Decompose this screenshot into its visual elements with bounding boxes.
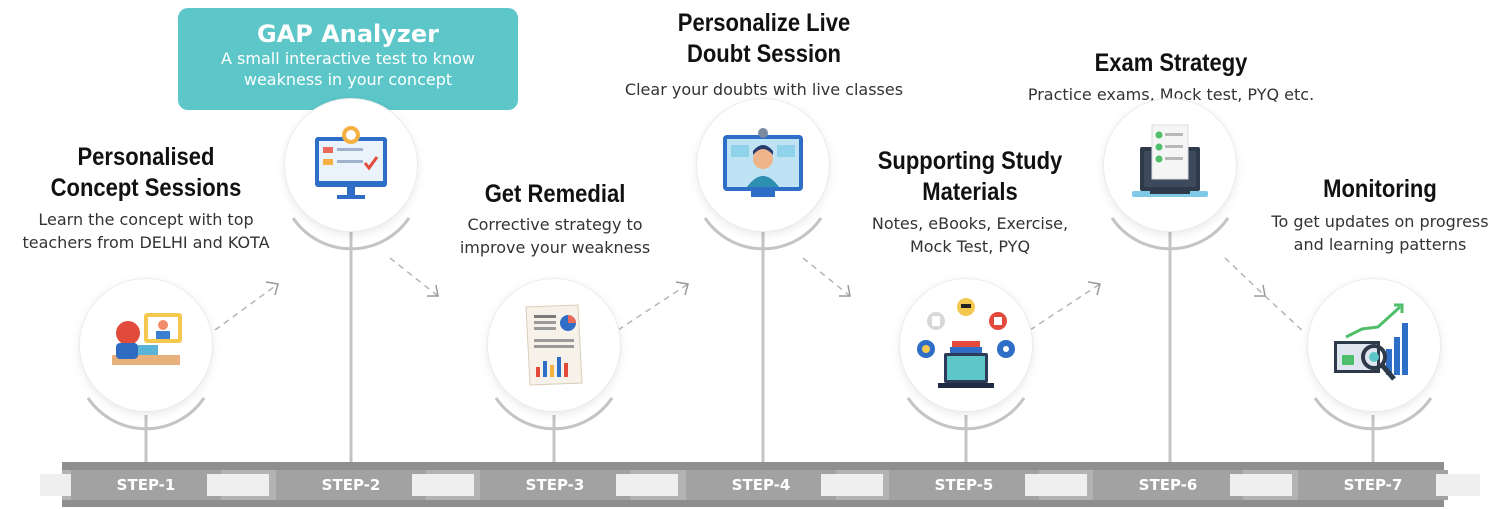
- step-5-title-line-1: Supporting Study: [877, 147, 1063, 175]
- step-2-node: [285, 99, 417, 231]
- online-class-icon: [112, 313, 182, 365]
- connector-5-6: [1029, 283, 1101, 331]
- step-3-label: STEP-3: [480, 470, 630, 500]
- step-1-desc-line-1: Learn the concept with top: [38, 210, 254, 229]
- step-6-title: Exam Strategy: [1094, 49, 1248, 77]
- step-4-text: Personalize Live Doubt Session Clear you…: [604, 8, 924, 101]
- timeline-bar-top: [62, 462, 1444, 470]
- timeline-gap-3: [616, 474, 678, 496]
- step-5-desc-line-2: Mock Test, PYQ: [909, 237, 1031, 256]
- connector-1-2: [214, 283, 279, 331]
- step-6-node: [1104, 99, 1236, 231]
- step-1-title-line-1: Personalised: [77, 143, 215, 171]
- study-materials-icon: [917, 298, 1015, 388]
- gap-analyzer-desc-line-2: weakness in your concept: [243, 70, 453, 89]
- arrowhead-5: [839, 284, 851, 297]
- checklist-laptop-icon: [1132, 124, 1208, 197]
- step-6-label: STEP-6: [1093, 470, 1243, 500]
- step-7-text: Monitoring To get updates on progress an…: [1255, 174, 1505, 256]
- step-3-desc-line-2: improve your weakness: [459, 238, 651, 257]
- step-6-desc: Practice exams, Mock test, PYQ etc.: [1027, 85, 1315, 104]
- video-call-icon: [723, 128, 803, 197]
- step-5-title-line-2: Materials: [922, 178, 1018, 206]
- step-1-text: Personalised Concept Sessions Learn the …: [0, 142, 292, 254]
- arrowhead-7: [1254, 284, 1266, 297]
- test-monitor-icon: [315, 126, 387, 199]
- step-1-label: STEP-1: [71, 470, 221, 500]
- timeline-gap-1: [207, 474, 269, 496]
- step-3-text: Get Remedial Corrective strategy to impr…: [440, 179, 670, 259]
- connector-3-4: [617, 283, 689, 331]
- connector-7-end: [1264, 295, 1306, 334]
- step-5-node: [900, 279, 1032, 411]
- arrowhead-3: [427, 284, 439, 297]
- arrowhead-2: [265, 281, 279, 296]
- connector-2-3: [389, 257, 439, 297]
- analytics-monitor-icon: [1334, 303, 1408, 381]
- step-6-text: Exam Strategy Practice exams, Mock test,…: [1010, 48, 1332, 106]
- timeline-gap-5: [1025, 474, 1087, 496]
- step-7-node: [1308, 279, 1440, 411]
- timeline-gap-7: [1436, 474, 1480, 496]
- step-1-node: [80, 279, 212, 411]
- arrowhead-4: [675, 281, 689, 296]
- arrowhead-6: [1087, 281, 1101, 296]
- gap-analyzer-title: GAP Analyzer: [256, 20, 440, 48]
- step-2-label: STEP-2: [276, 470, 426, 500]
- step-3-title: Get Remedial: [484, 180, 626, 208]
- timeline-gap-6: [1230, 474, 1292, 496]
- gap-analyzer-card: GAP Analyzer A small interactive test to…: [178, 8, 518, 110]
- timeline-gap-4: [821, 474, 883, 496]
- timeline-bar-bottom: [62, 499, 1444, 507]
- connector-4-5: [802, 257, 851, 297]
- step-4-node: [697, 99, 829, 231]
- gap-analyzer-desc-line-1: A small interactive test to know: [221, 49, 475, 68]
- connector-6-7: [1224, 257, 1266, 297]
- step-7-label: STEP-7: [1298, 470, 1448, 500]
- step-3-node: [488, 279, 620, 411]
- step-3-desc-line-1: Corrective strategy to: [467, 215, 643, 234]
- step-4-title-line-2: Doubt Session: [686, 40, 841, 68]
- step-4-title-line-1: Personalize Live: [677, 9, 851, 37]
- report-document-icon: [525, 304, 583, 386]
- step-1-desc-line-2: teachers from DELHI and KOTA: [22, 233, 270, 252]
- step-7-desc-line-1: To get updates on progress: [1271, 212, 1489, 231]
- timeline-gap-2: [412, 474, 474, 496]
- step-5-label: STEP-5: [889, 470, 1039, 500]
- step-7-desc-line-2: and learning patterns: [1293, 235, 1467, 254]
- step-5-desc-line-1: Notes, eBooks, Exercise,: [871, 214, 1069, 233]
- step-5-text: Supporting Study Materials Notes, eBooks…: [850, 146, 1090, 258]
- step-7-title: Monitoring: [1323, 175, 1437, 203]
- step-4-desc: Clear your doubts with live classes: [624, 80, 904, 99]
- step-4-label: STEP-4: [686, 470, 836, 500]
- step-1-title-line-2: Concept Sessions: [50, 174, 242, 202]
